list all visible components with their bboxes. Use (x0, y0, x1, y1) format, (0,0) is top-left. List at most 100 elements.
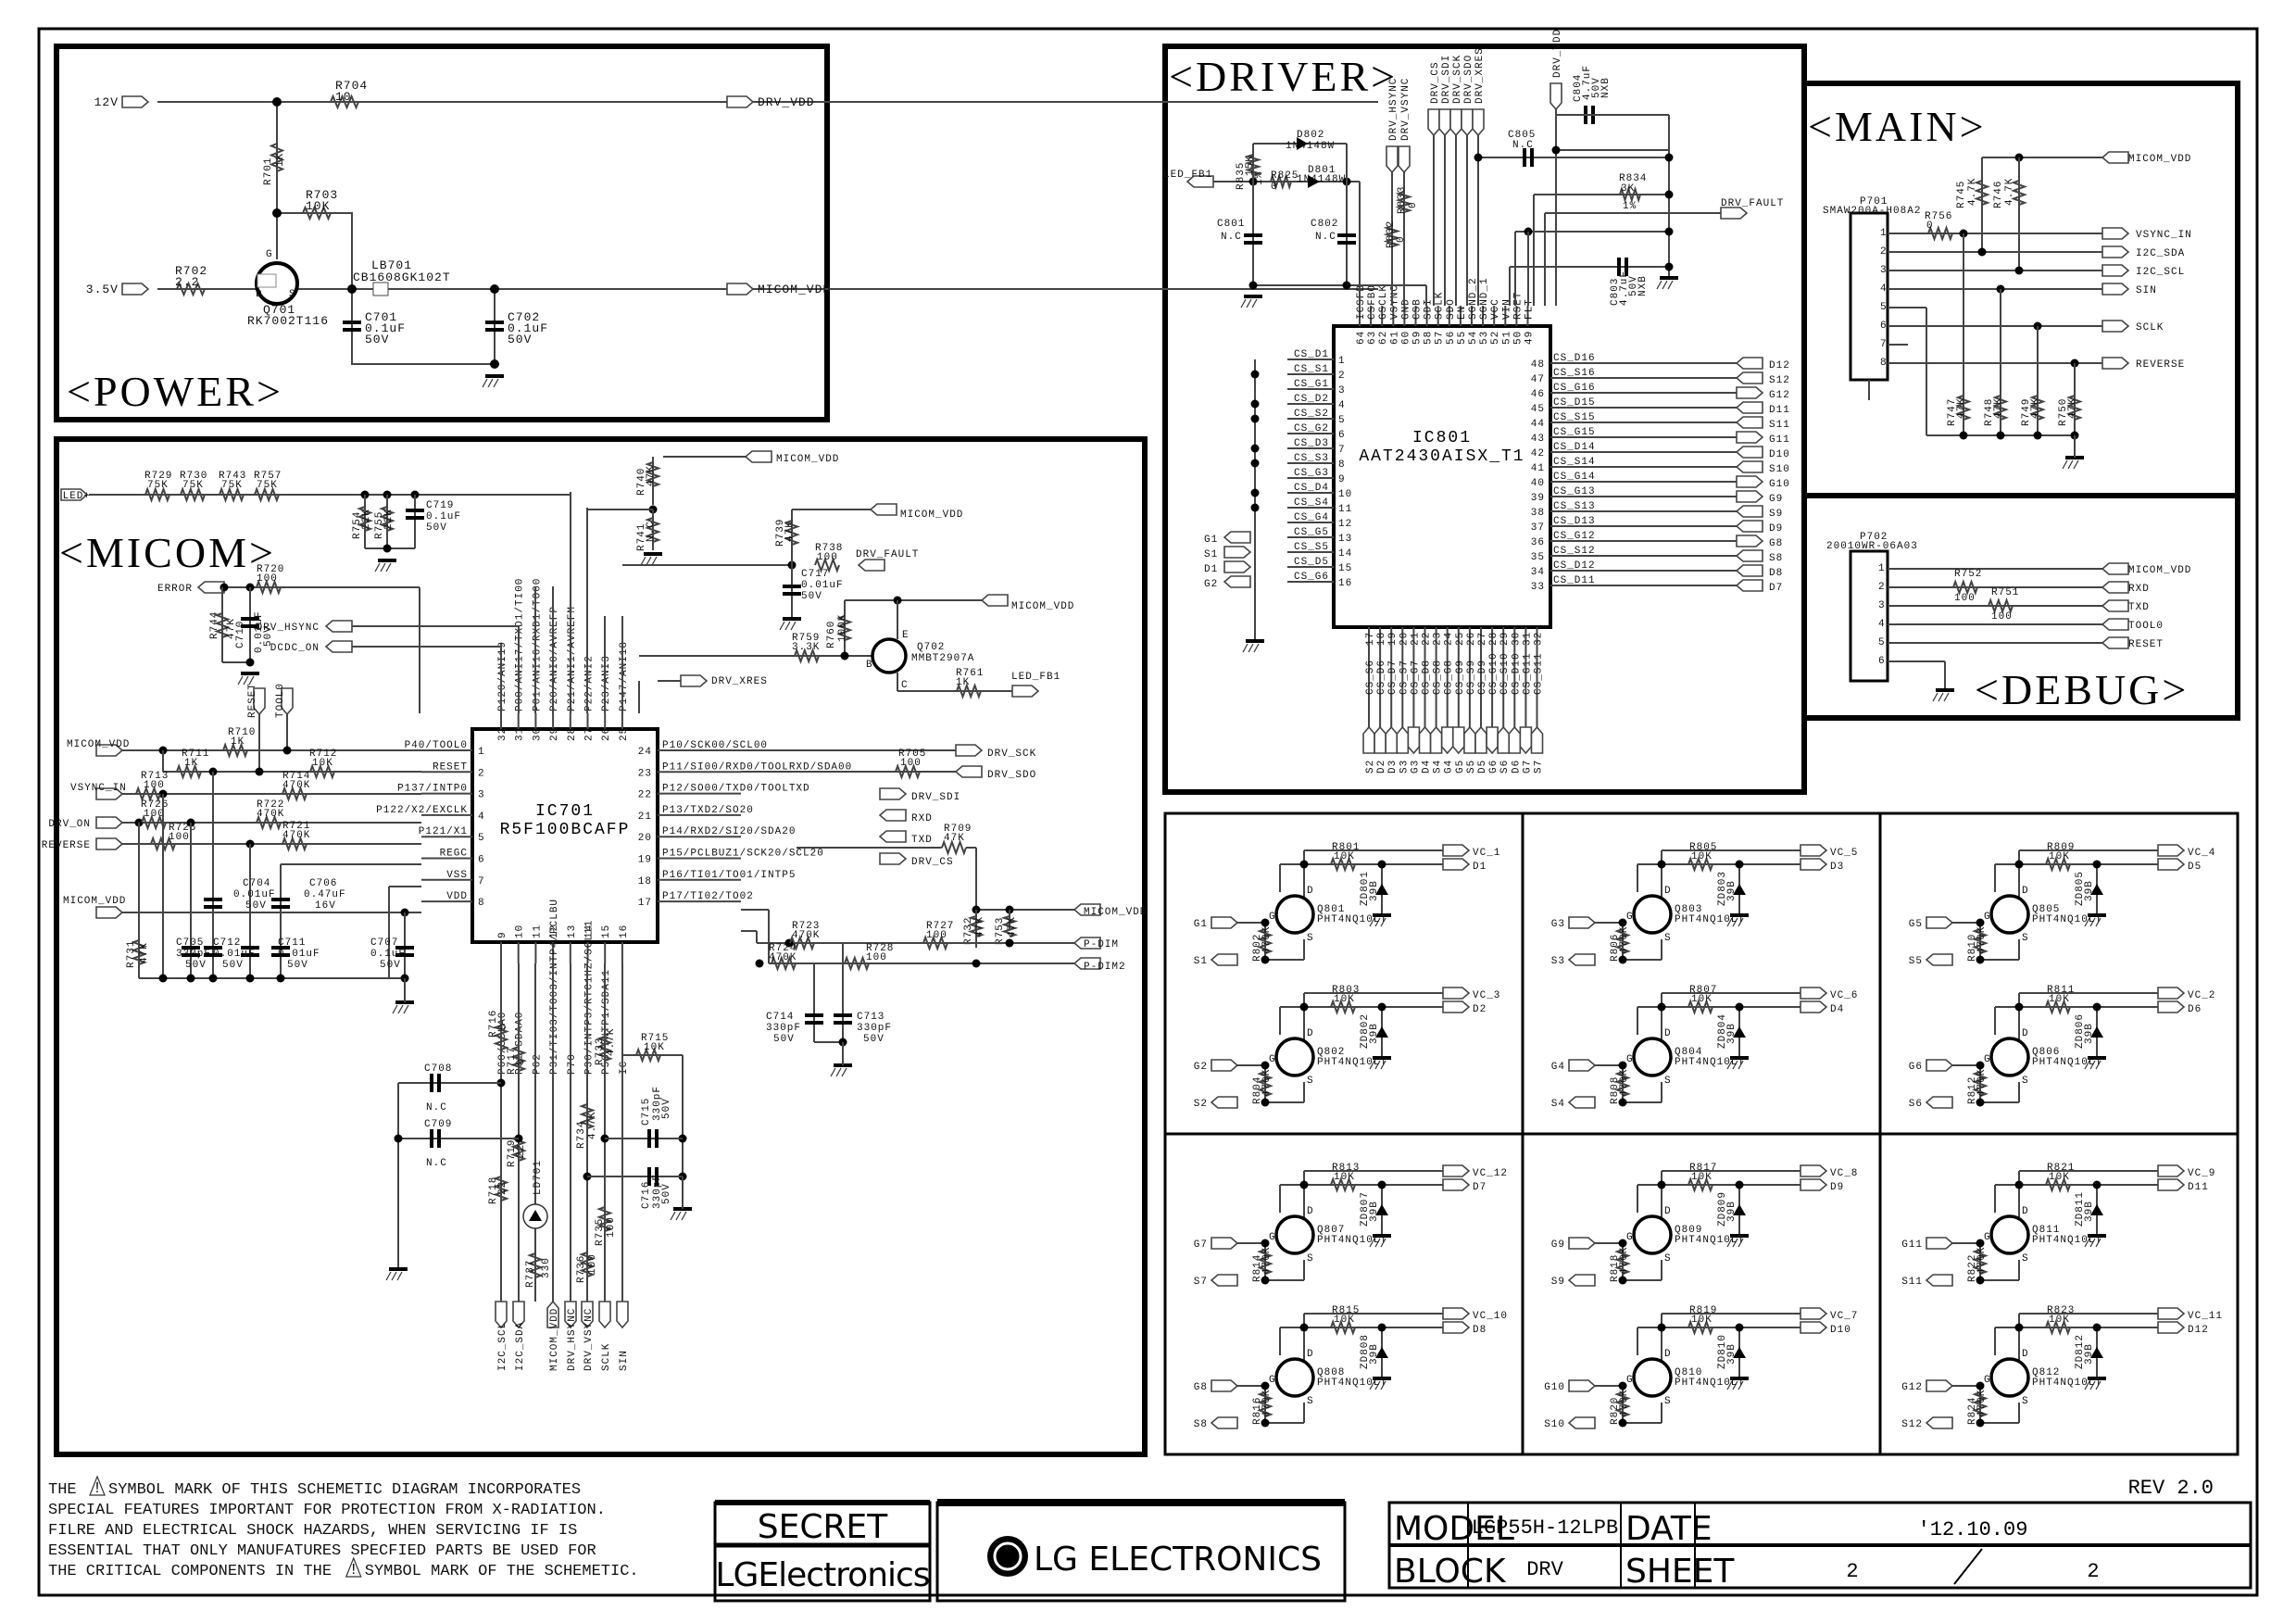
port-d9[interactable] (1735, 520, 1763, 533)
port-sclk[interactable] (2102, 320, 2130, 333)
port-vc-8[interactable] (1800, 1164, 1828, 1177)
port-g3[interactable] (1568, 916, 1597, 929)
port-vc-5[interactable] (1800, 844, 1828, 857)
port-drv-on[interactable] (95, 816, 124, 829)
port-d4[interactable] (1800, 1000, 1828, 1013)
port-s5[interactable] (1463, 725, 1476, 754)
port-reset[interactable] (2101, 636, 2129, 649)
port-i2c-scl[interactable] (495, 1301, 508, 1329)
port-s4[interactable] (1567, 1096, 1596, 1109)
port-g5[interactable] (1926, 916, 1954, 929)
port-s2[interactable] (1210, 1096, 1238, 1109)
port-drv-vsync[interactable] (1398, 145, 1411, 174)
port-g6[interactable] (1486, 726, 1499, 755)
port-drv-hsync[interactable] (564, 1301, 577, 1329)
port-g10[interactable] (1568, 1379, 1597, 1392)
port-s5[interactable] (1925, 953, 1953, 966)
port-d2[interactable] (1374, 725, 1386, 754)
port-s2[interactable] (1362, 725, 1375, 754)
port-s6[interactable] (1497, 725, 1510, 754)
port-g10[interactable] (1736, 475, 1764, 488)
port-g8[interactable] (1211, 1379, 1239, 1392)
port-g12[interactable] (1926, 1379, 1954, 1392)
port-vc-11[interactable] (2157, 1307, 2186, 1320)
port-s12[interactable] (1735, 371, 1763, 384)
port-12v[interactable] (121, 95, 150, 108)
port-d5[interactable] (2157, 858, 2186, 871)
port-s7[interactable] (1530, 725, 1544, 754)
port-s8[interactable] (1735, 549, 1763, 562)
port-sin[interactable] (2102, 283, 2130, 296)
port-drv-fault[interactable] (857, 559, 885, 572)
port-d3[interactable] (1800, 858, 1828, 871)
port-d1[interactable] (1223, 560, 1252, 573)
port-g3[interactable] (1407, 726, 1421, 755)
port-d1[interactable] (1442, 858, 1471, 871)
port-3-5v[interactable] (121, 283, 150, 296)
port-drv-sdo[interactable] (1461, 108, 1474, 137)
port-d3[interactable] (1385, 725, 1398, 754)
port-rxd[interactable] (2101, 581, 2129, 594)
port-s12[interactable] (1925, 1416, 1953, 1429)
port-drv-hsync[interactable] (1386, 145, 1399, 174)
port-g7[interactable] (1519, 726, 1533, 755)
port-s3[interactable] (1567, 953, 1596, 966)
port-p-dim2[interactable] (1073, 957, 1101, 970)
port-micom-vdd[interactable] (726, 283, 755, 296)
port-g4[interactable] (1568, 1059, 1597, 1072)
port-g9[interactable] (1568, 1237, 1597, 1250)
port-p-dim[interactable] (1073, 937, 1101, 950)
port-g1[interactable] (1223, 531, 1251, 544)
port-micom-vdd[interactable] (2101, 562, 2129, 575)
port-s4[interactable] (1429, 725, 1443, 754)
port-d12[interactable] (1735, 357, 1763, 370)
port-tool0[interactable] (281, 687, 294, 716)
port-d6[interactable] (2157, 1000, 2186, 1013)
port-s1[interactable] (1223, 546, 1252, 559)
port-drv-vdd[interactable] (1549, 82, 1562, 111)
port-g11[interactable] (1926, 1237, 1954, 1250)
port-d5[interactable] (1474, 725, 1487, 754)
port-micom-vdd[interactable] (546, 1300, 559, 1328)
port-sclk[interactable] (598, 1301, 611, 1329)
port-drv-fault[interactable] (1720, 207, 1749, 220)
port-drv-sdi[interactable] (879, 787, 908, 800)
port-sin[interactable] (616, 1301, 629, 1329)
port-vc-12[interactable] (1442, 1164, 1471, 1177)
port-s11[interactable] (1925, 1274, 1953, 1287)
port-led-[interactable] (60, 488, 89, 501)
port-vc-1[interactable] (1442, 844, 1471, 857)
port-d9[interactable] (1800, 1178, 1828, 1191)
port-d4[interactable] (1418, 725, 1432, 754)
port-g5[interactable] (1452, 726, 1465, 755)
port-g2[interactable] (1211, 1059, 1239, 1072)
port-micom-vdd[interactable] (869, 503, 897, 516)
port-micom-vdd[interactable] (1073, 903, 1101, 916)
port-i2c-sda[interactable] (512, 1301, 525, 1329)
port-g7[interactable] (1211, 1237, 1239, 1250)
port-s8[interactable] (1210, 1416, 1238, 1429)
port-vc-10[interactable] (1442, 1307, 1471, 1320)
port-g9[interactable] (1736, 490, 1764, 503)
port-reverse[interactable] (2102, 357, 2130, 370)
port-g11[interactable] (1736, 431, 1764, 444)
port-drv-hsync[interactable] (324, 620, 353, 633)
port-drv-cs[interactable] (879, 852, 908, 865)
port-drv-sck[interactable] (955, 744, 984, 757)
port-micom-vdd[interactable] (980, 594, 1009, 607)
port-g1[interactable] (1211, 916, 1239, 929)
port-s11[interactable] (1735, 416, 1763, 429)
port-vc-3[interactable] (1442, 987, 1471, 1000)
port-d10[interactable] (1800, 1321, 1828, 1334)
port-s1[interactable] (1210, 953, 1238, 966)
port-g2[interactable] (1223, 575, 1251, 588)
port-d8[interactable] (1735, 564, 1763, 577)
port-drv-sck[interactable] (1449, 108, 1462, 137)
port-error[interactable] (196, 581, 225, 594)
port-s6[interactable] (1925, 1096, 1953, 1109)
port-d10[interactable] (1735, 446, 1763, 459)
port-led-fb1[interactable] (1186, 175, 1214, 188)
port-drv-vsync[interactable] (581, 1301, 594, 1329)
port-vc-4[interactable] (2157, 844, 2186, 857)
port-s10[interactable] (1735, 460, 1763, 473)
